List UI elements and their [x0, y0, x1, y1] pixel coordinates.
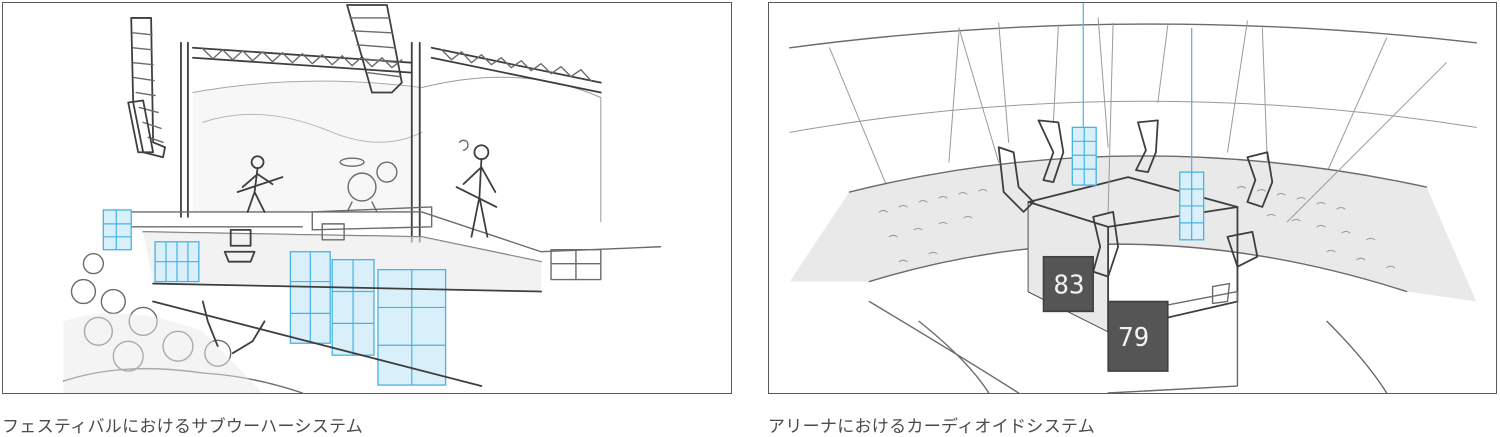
audience-dots [878, 186, 1396, 269]
cardioid-array-2 [1179, 27, 1205, 241]
score-left: 83 [1053, 271, 1084, 301]
score-right: 79 [1118, 323, 1149, 353]
subwoofer-stack-far [102, 209, 132, 251]
line-array-grey [997, 119, 1274, 278]
arena-cardioid-illustration: 83 79 [768, 2, 1497, 394]
subwoofer-row-mid [154, 241, 200, 283]
moving-light [223, 228, 256, 263]
stage-truss [180, 41, 602, 243]
subwoofer-stack-2 [331, 259, 375, 356]
guitarist-left [236, 155, 284, 213]
crowd [62, 253, 304, 393]
score-screen-right [1107, 300, 1169, 372]
caption-festival-subwoofer: フェスティバルにおけるサブウーハーシステム [2, 417, 364, 437]
festival-stage-sketch [62, 4, 662, 393]
caption-arena-cardioid: アリーナにおけるカーディオイドシステム [768, 417, 1095, 437]
drum-kit [339, 157, 398, 213]
cardioid-array-1 [1071, 3, 1097, 186]
arena-sketch: 83 79 [789, 3, 1477, 393]
line-array-center [346, 4, 403, 94]
center-hung-scoreboard: 83 79 [1027, 176, 1239, 393]
line-array-left [127, 17, 166, 159]
festival-subwoofer-illustration [2, 2, 732, 394]
score-screen-left [1042, 255, 1094, 313]
guitarist-right [455, 139, 498, 238]
subwoofer-stack-1 [289, 251, 331, 344]
